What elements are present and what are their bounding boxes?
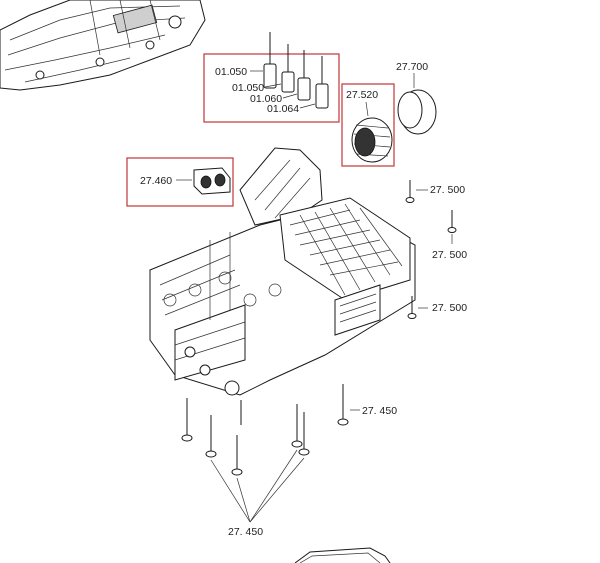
- label-27460: 27.460: [140, 175, 172, 187]
- highlight-box-pistons: [203, 53, 340, 123]
- piston-group: 01.050 01.050 01.060 01.064: [203, 32, 340, 123]
- label-27520: 27.520: [346, 89, 378, 101]
- label-01050b: 01.050: [232, 82, 264, 94]
- cap-group: 27.700: [396, 61, 437, 135]
- piston-01064: [315, 83, 329, 109]
- label-27450a: 27. 450: [362, 405, 397, 417]
- piston-01060: [297, 77, 311, 101]
- valve-body: [149, 147, 416, 396]
- label-27500a: 27. 500: [430, 184, 465, 196]
- piston-01050a: [263, 63, 277, 89]
- bolts-27500: 27. 500 27. 500 27. 500: [405, 180, 467, 319]
- highlight-box-sensor: [126, 157, 234, 207]
- piston-01050b: [281, 71, 295, 93]
- label-01050a: 01.050: [215, 66, 247, 78]
- highlight-box-seal: [341, 83, 395, 167]
- transmission-housing: [0, 0, 206, 91]
- label-27700: 27.700: [396, 61, 428, 73]
- label-01060: 01.060: [250, 93, 282, 105]
- bolts-27450: 27. 450 27. 450: [181, 384, 397, 538]
- label-01064: 01.064: [267, 103, 299, 115]
- oil-pan-edge: [294, 547, 391, 563]
- label-27500b: 27. 500: [432, 249, 467, 261]
- seal-group: 27.520: [341, 83, 395, 167]
- label-27450b: 27. 450: [228, 526, 263, 538]
- label-27500c: 27. 500: [432, 302, 467, 314]
- sensor-group: 27.460: [126, 157, 234, 207]
